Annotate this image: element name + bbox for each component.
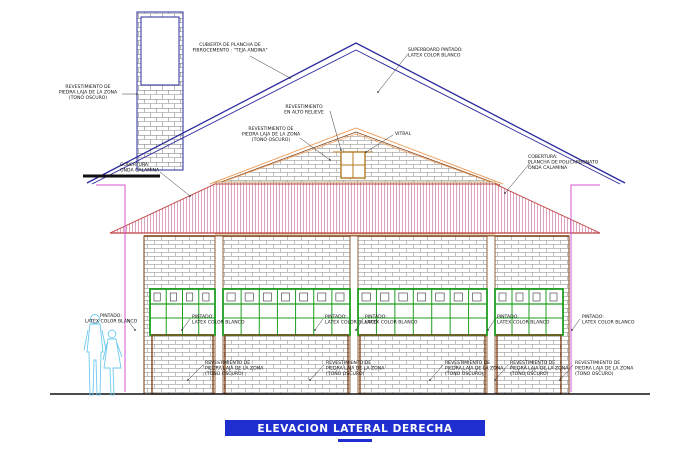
- label-paint-bay-3: PINTADO:LATEX COLOR BLANCO: [355, 314, 418, 331]
- label-line: PINTADO:: [100, 313, 122, 319]
- label-line: (TONO OSCURO): [326, 371, 365, 377]
- label-line: CUBIERTA DE PLANCHA DE: [199, 42, 261, 48]
- label-line: PLANCHA DE POLICARBONATO: [528, 160, 599, 166]
- label-line: REVESTIMIENTO DE: [65, 84, 110, 90]
- label-line: REVESTIMIENTO DE: [205, 360, 250, 366]
- label-superboard: SUPERBOARD PINTADO:LATEX COLOR BLANCO: [377, 47, 463, 93]
- main-roof: [86, 42, 626, 185]
- label-paint-left-wall: PINTADO:LATEX COLOR BLANCO: [85, 313, 138, 331]
- label-line: PIEDRA LAJA DE LA ZONA: [510, 366, 569, 372]
- label-line: PINTADO:: [192, 314, 214, 320]
- label-paint-bay-1: PINTADO:LATEX COLOR BLANCO: [181, 314, 245, 331]
- label-line: SUPERBOARD PINTADO:: [408, 47, 463, 53]
- label-line: PINTADO:: [365, 314, 387, 320]
- label-line: ONDA CALAMINA: [120, 168, 160, 174]
- label-line: REVESTIMIENTO: [285, 104, 323, 110]
- label-line: REVESTIMIENTO DE: [326, 360, 371, 366]
- window-bay-2: [222, 288, 351, 395]
- label-line: (TONO OSCURO): [445, 371, 484, 377]
- title-block: ELEVACION LATERAL DERECHA: [225, 420, 485, 442]
- label-line: COBERTURA:: [528, 154, 558, 160]
- label-line: PIEDRA LAJA DE LA ZONA: [59, 90, 118, 96]
- drawing-title: ELEVACION LATERAL DERECHA: [257, 423, 452, 435]
- human-figures: [83, 314, 123, 396]
- label-paint-right-wall: PINTADO:LATEX COLOR BLANCO: [571, 314, 635, 331]
- label-left-eave-cover: COBERTURA:ONDA CALAMINA: [120, 162, 191, 197]
- label-vitral: VITRAL: [365, 131, 411, 153]
- label-line: (TONO OSCURO): [205, 371, 244, 377]
- label-line: PIEDRA LAJA DE LA ZONA: [205, 366, 264, 372]
- label-line: REVESTIMIENTO DE: [445, 360, 490, 366]
- label-line: LATEX COLOR BLANCO: [192, 320, 245, 326]
- label-paint-bay-2: PINTADO:LATEX COLOR BLANCO: [314, 314, 378, 331]
- facade-fascia: [96, 184, 600, 392]
- label-line: PINTADO:: [582, 314, 604, 320]
- label-line: REVESTIMIENTO DE: [510, 360, 555, 366]
- chimney: [136, 11, 184, 171]
- label-line: REVESTIMIENTO DE: [248, 126, 293, 132]
- label-line: COBERTURA:: [120, 162, 150, 168]
- label-line: PIEDRA LAJA DE LA ZONA: [575, 366, 634, 372]
- label-line: PINTADO:: [497, 314, 519, 320]
- label-line: LATEX COLOR BLANCO: [582, 320, 635, 326]
- label-line: (TONO OSCURO): [69, 95, 108, 101]
- label-line: PIEDRA LAJA DE LA ZONA: [445, 366, 504, 372]
- window-bay-1: [149, 288, 216, 395]
- label-line: (TONO OSCURO): [252, 137, 291, 143]
- label-paint-bay-4: PINTADO:LATEX COLOR BLANCO: [487, 314, 550, 331]
- label-line: VITRAL: [395, 131, 411, 137]
- label-line: FIBROCEMENTO : "TEJA ANDINA": [192, 48, 267, 54]
- lower-roof: [109, 183, 601, 234]
- label-line: (TONO OSCURO): [575, 371, 614, 377]
- window-bay-4: [494, 288, 564, 395]
- label-line: EN ALTO RELIEVE: [284, 110, 324, 116]
- label-line: LATEX COLOR BLANCO: [85, 319, 138, 325]
- label-line: LATEX COLOR BLANCO: [408, 53, 461, 59]
- label-line: PIEDRA LAJA DE LA ZONA: [242, 132, 301, 138]
- label-line: LATEX COLOR BLANCO: [325, 320, 378, 326]
- window-bands: [149, 288, 564, 395]
- label-line: ONDA CALAMINA: [528, 165, 568, 171]
- label-line: REVESTIMIENTO DE: [575, 360, 620, 366]
- label-line: LATEX COLOR BLANCO: [497, 320, 550, 326]
- label-line: LATEX COLOR BLANCO: [365, 320, 418, 326]
- label-line: PINTADO:: [325, 314, 347, 320]
- label-line: (TONO OSCURO): [510, 371, 549, 377]
- label-line: PIEDRA LAJA DE LA ZONA: [326, 366, 385, 372]
